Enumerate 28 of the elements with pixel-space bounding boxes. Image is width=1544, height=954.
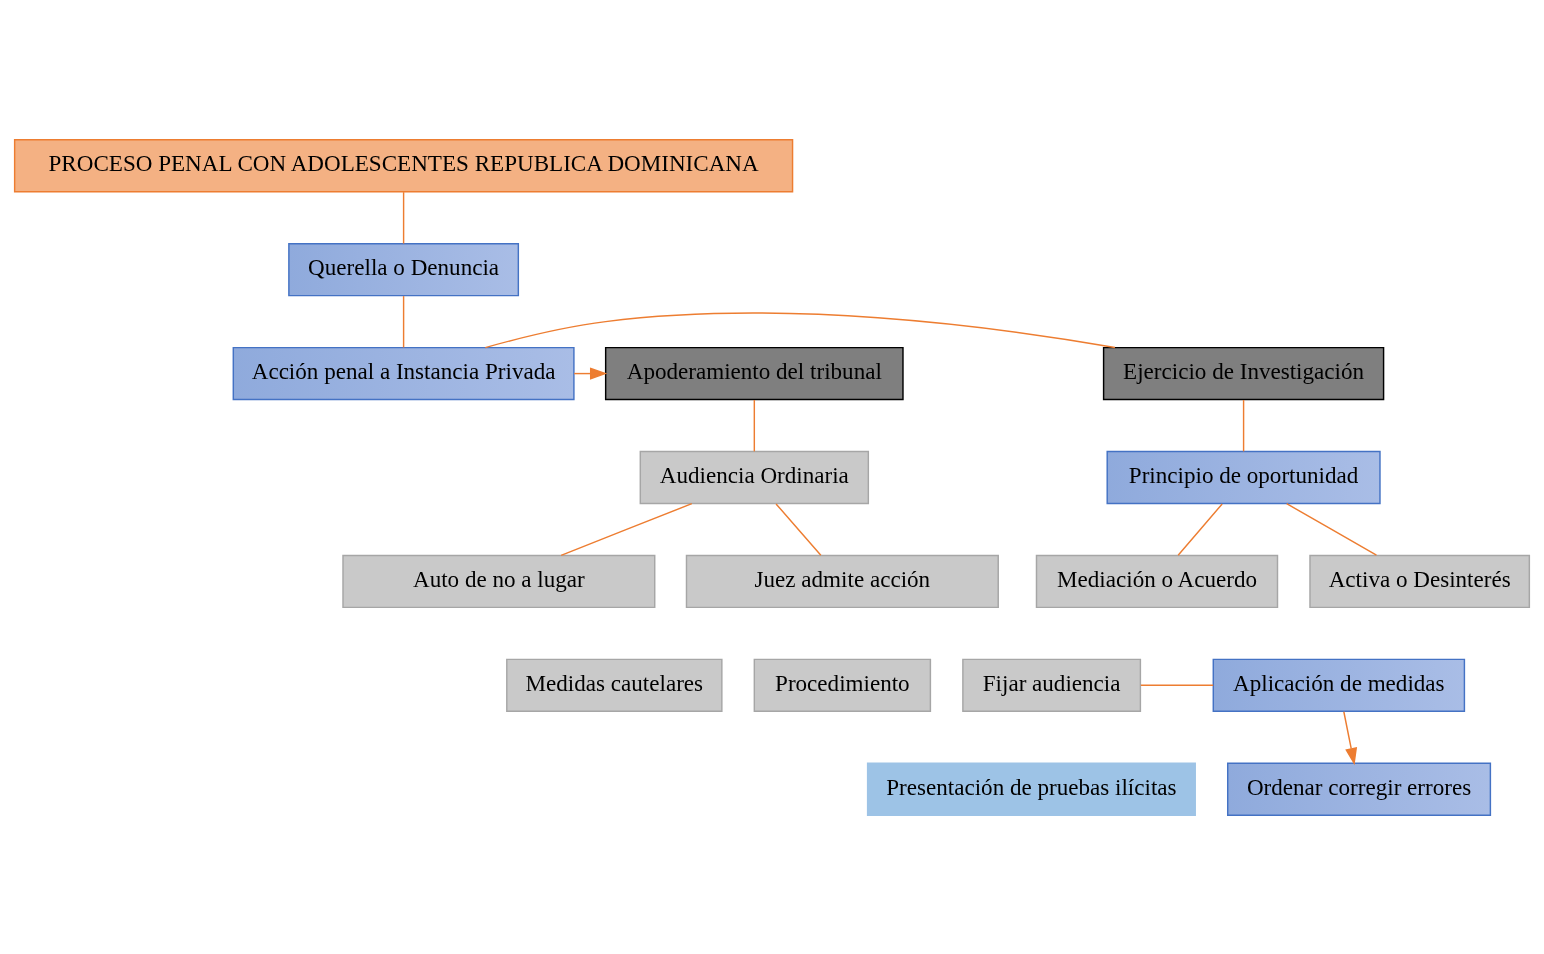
connector <box>560 502 693 556</box>
node-box: Auto de no a lugar <box>342 554 656 608</box>
node-box: Ordenar corregir errores <box>1227 762 1492 816</box>
node-box: Fijar audiencia <box>962 658 1142 712</box>
connector <box>402 190 405 244</box>
connector <box>1140 684 1214 686</box>
node-box: Acción penal a Instancia Privada <box>232 346 575 400</box>
node-box: Medidas cautelares <box>506 658 723 712</box>
node-box: Principio de oportunidad <box>1106 450 1381 504</box>
node-box: PROCESO PENAL CON ADOLESCENTES REPUBLICA DOMINICANA <box>13 138 794 192</box>
node-box: Procedimiento <box>753 658 932 712</box>
connector <box>775 502 822 556</box>
connector <box>1177 502 1223 556</box>
node-box: Activa o Desinterés <box>1309 554 1531 608</box>
node-box: Mediación o Acuerdo <box>1035 554 1279 608</box>
node-box: Presentación de pruebas ilícitas <box>866 762 1196 816</box>
connector <box>1285 502 1378 556</box>
node-box: Juez admite acción <box>685 554 999 608</box>
node-box: Querella o Denuncia <box>288 242 520 296</box>
node-box: Apoderamiento del tribunal <box>604 346 904 400</box>
connector <box>753 398 756 452</box>
arrow <box>1343 710 1358 765</box>
connector <box>484 311 1116 348</box>
node-box: Audiencia Ordinaria <box>639 450 870 504</box>
connector <box>402 294 405 348</box>
connector <box>1242 398 1245 452</box>
node-box: Ejercicio de Investigación <box>1102 346 1385 400</box>
node-box: Aplicación de medidas <box>1212 658 1466 712</box>
